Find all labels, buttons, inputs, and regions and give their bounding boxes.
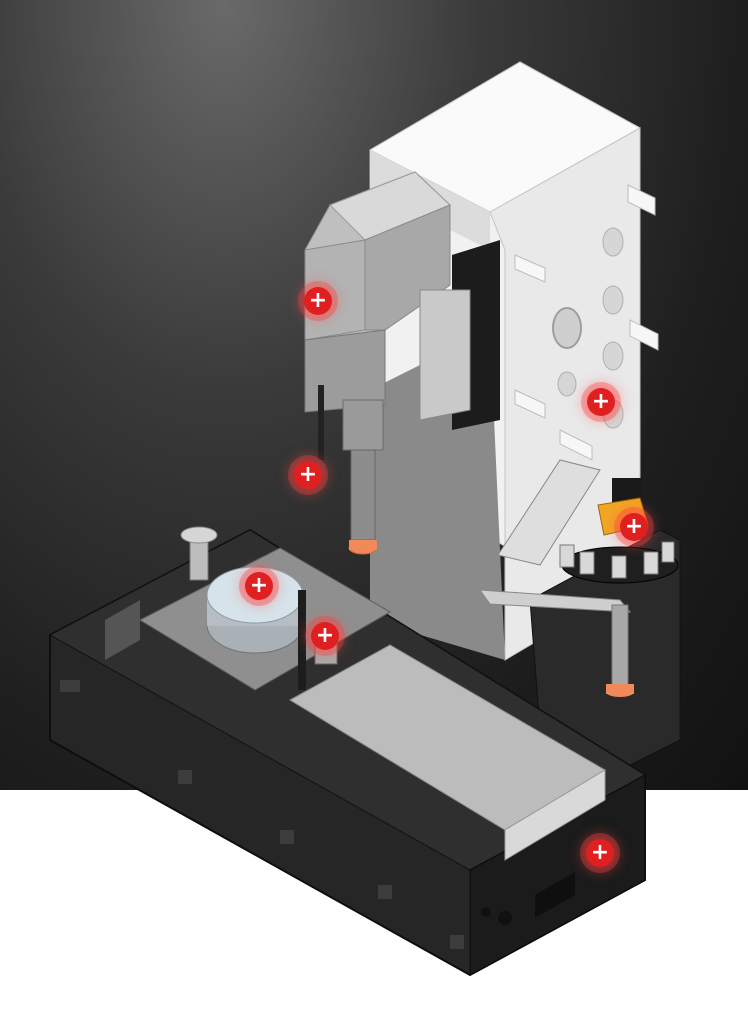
worktable bbox=[105, 526, 391, 691]
hotspot-column[interactable]: + bbox=[587, 388, 615, 416]
hotspot-spindle[interactable]: + bbox=[294, 461, 322, 489]
bed-bellows bbox=[288, 644, 606, 861]
plus-icon: + bbox=[591, 389, 611, 414]
plus-icon: + bbox=[298, 462, 318, 487]
tool-changer bbox=[478, 459, 679, 697]
plus-icon: + bbox=[315, 623, 335, 648]
plus-icon: + bbox=[249, 573, 269, 598]
hotspot-tool-changer[interactable]: + bbox=[620, 513, 648, 541]
hotspot-spindle-head[interactable]: + bbox=[304, 287, 332, 315]
hotspot-table-clamp[interactable]: + bbox=[311, 622, 339, 650]
spindle bbox=[318, 385, 384, 555]
plus-icon: + bbox=[590, 840, 610, 865]
plus-icon: + bbox=[624, 514, 644, 539]
spindle-head bbox=[304, 171, 471, 421]
hotspot-machine-base[interactable]: + bbox=[586, 839, 614, 867]
hotspot-rotary-table[interactable]: + bbox=[245, 572, 273, 600]
plus-icon: + bbox=[308, 288, 328, 313]
